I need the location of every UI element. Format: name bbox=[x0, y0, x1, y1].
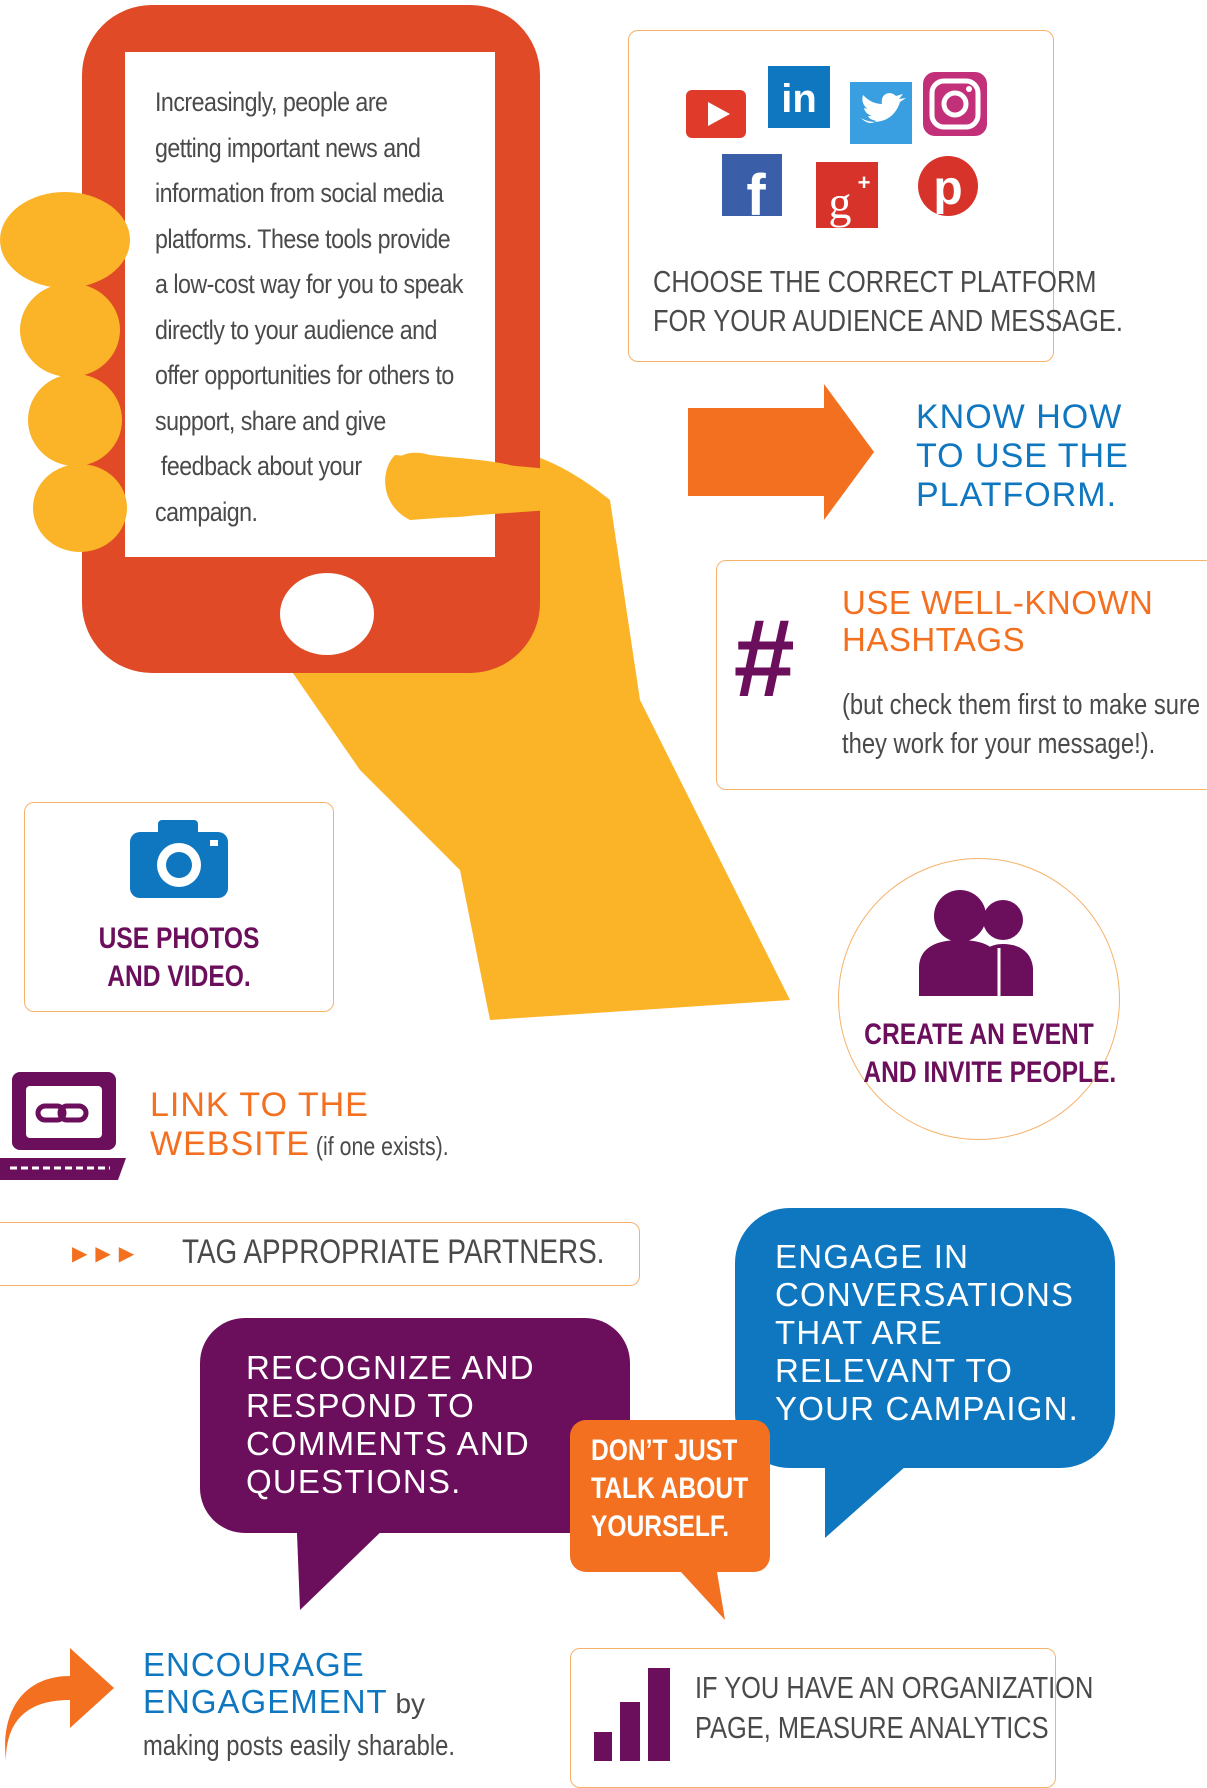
know-line-2: TO USE THE bbox=[916, 437, 1129, 475]
link-line-2: WEBSITE bbox=[150, 1125, 311, 1163]
phone-line: campaign. bbox=[155, 496, 258, 527]
recognize-line: COMMENTS AND bbox=[246, 1425, 530, 1462]
phone-line: support, share and give bbox=[155, 405, 386, 436]
hashtag-note-2: they work for your message!). bbox=[842, 728, 1156, 760]
tag-text: TAG APPROPRIATE PARTNERS. bbox=[182, 1233, 605, 1271]
phone-line: offer opportunities for others to bbox=[155, 360, 454, 390]
event-line-1: CREATE AN EVENT bbox=[864, 1018, 1094, 1051]
phone-line: platforms. These tools provide bbox=[155, 223, 451, 254]
engage-line: ENGAGE IN bbox=[775, 1238, 970, 1275]
youtube-icon bbox=[686, 90, 746, 138]
hashtag-note: (but check them first to make sure they … bbox=[842, 686, 1200, 764]
triangle-arrows-icon: ▶▶▶ bbox=[72, 1243, 143, 1265]
dont-line: TALK ABOUT bbox=[591, 1472, 749, 1505]
analytics-line-1: IF YOU HAVE AN ORGANIZATION bbox=[695, 1670, 1094, 1705]
know-how-text: KNOW HOW TO USE THE PLATFORM. bbox=[916, 398, 1129, 515]
social-icons: in f g+ p bbox=[686, 66, 987, 228]
phone-line: feedback about your bbox=[155, 451, 362, 481]
facebook-icon: f bbox=[722, 154, 782, 228]
tag-box bbox=[0, 1222, 640, 1286]
dont-text: DON’T JUST TALK ABOUT YOURSELF. bbox=[591, 1432, 783, 1546]
bar-chart-icon bbox=[594, 1668, 670, 1761]
google-plus-icon: g+ bbox=[816, 162, 878, 228]
hashtag-icon: # bbox=[732, 597, 794, 720]
hashtag-note-1: (but check them first to make sure bbox=[842, 689, 1201, 721]
platform-text: CHOOSE THE CORRECT PLATFORM FOR YOUR AUD… bbox=[653, 262, 1123, 340]
know-line-1: KNOW HOW bbox=[916, 398, 1123, 436]
analytics-line-2: PAGE, MEASURE ANALYTICS bbox=[695, 1710, 1049, 1745]
photos-line-2: AND VIDEO. bbox=[107, 960, 251, 993]
link-note: (if one exists). bbox=[310, 1131, 449, 1161]
linkedin-icon: in bbox=[768, 66, 830, 128]
encourage-line-3: making posts easily sharable. bbox=[143, 1730, 455, 1762]
hashtag-box bbox=[716, 560, 1207, 790]
event-text: CREATE AN EVENT AND INVITE PEOPLE. bbox=[838, 1016, 1120, 1092]
camera-icon bbox=[130, 820, 228, 898]
event-line-2: AND INVITE PEOPLE. bbox=[863, 1056, 1117, 1089]
recognize-bubble bbox=[200, 1318, 630, 1610]
phone-line: directly to your audience and bbox=[155, 314, 437, 345]
link-text: LINK TO THE WEBSITE (if one exists). bbox=[150, 1086, 479, 1164]
photos-line-1: USE PHOTOS bbox=[98, 922, 260, 955]
phone-line: a low-cost way for you to speak bbox=[155, 269, 463, 299]
phone-screen-text: Increasingly, people are getting importa… bbox=[155, 80, 482, 535]
engage-line: RELEVANT TO bbox=[775, 1352, 1014, 1389]
right-arrow-icon bbox=[688, 384, 874, 520]
dont-line: DON’T JUST bbox=[591, 1434, 738, 1467]
dont-line: YOURSELF. bbox=[591, 1510, 730, 1543]
people-icon bbox=[919, 890, 1033, 996]
engage-text: ENGAGE IN CONVERSATIONS THAT ARE RELEVAN… bbox=[775, 1238, 1079, 1428]
twitter-icon bbox=[850, 82, 912, 144]
recognize-text: RECOGNIZE AND RESPOND TO COMMENTS AND QU… bbox=[246, 1349, 535, 1501]
instagram-icon bbox=[923, 72, 987, 136]
svg-text:in: in bbox=[781, 77, 817, 121]
encourage-note: by bbox=[387, 1688, 426, 1719]
curved-arrow-icon bbox=[5, 1648, 114, 1761]
platform-line-1: CHOOSE THE CORRECT PLATFORM bbox=[653, 264, 1097, 299]
encourage-line-1: ENCOURAGE bbox=[143, 1646, 365, 1683]
recognize-line: RECOGNIZE AND bbox=[246, 1349, 535, 1386]
recognize-line: RESPOND TO bbox=[246, 1387, 475, 1424]
svg-text:g: g bbox=[829, 177, 852, 228]
engage-line: CONVERSATIONS bbox=[775, 1276, 1075, 1313]
svg-text:+: + bbox=[858, 170, 871, 195]
phone-line: getting important news and bbox=[155, 132, 421, 163]
photos-text: USE PHOTOS AND VIDEO. bbox=[24, 920, 334, 996]
phone-line: information from social media bbox=[155, 178, 444, 208]
link-line-1: LINK TO THE bbox=[150, 1086, 369, 1124]
know-line-3: PLATFORM. bbox=[916, 476, 1118, 514]
engage-line: THAT ARE bbox=[775, 1314, 943, 1351]
platform-line-2: FOR YOUR AUDIENCE AND MESSAGE. bbox=[653, 303, 1123, 338]
phone-line: Increasingly, people are bbox=[155, 87, 388, 117]
hashtag-title: USE WELL-KNOWN HASHTAGS bbox=[842, 584, 1153, 658]
dont-bubble bbox=[570, 1420, 770, 1620]
encourage-text: ENCOURAGE ENGAGEMENT by making posts eas… bbox=[143, 1646, 523, 1764]
engage-bubble bbox=[735, 1208, 1115, 1538]
hashtag-title-2: HASHTAGS bbox=[842, 621, 1026, 658]
svg-text:p: p bbox=[933, 162, 962, 215]
pinterest-icon: p bbox=[918, 156, 978, 216]
analytics-text: IF YOU HAVE AN ORGANIZATION PAGE, MEASUR… bbox=[695, 1668, 1093, 1748]
hashtag-title-1: USE WELL-KNOWN bbox=[842, 584, 1154, 621]
hand-phone-illustration bbox=[0, 5, 790, 1020]
engage-line: YOUR CAMPAIGN. bbox=[775, 1390, 1080, 1427]
svg-text:f: f bbox=[746, 163, 766, 228]
recognize-line: QUESTIONS. bbox=[246, 1463, 462, 1500]
encourage-line-2: ENGAGEMENT bbox=[143, 1683, 388, 1720]
laptop-link-icon bbox=[0, 1072, 126, 1180]
